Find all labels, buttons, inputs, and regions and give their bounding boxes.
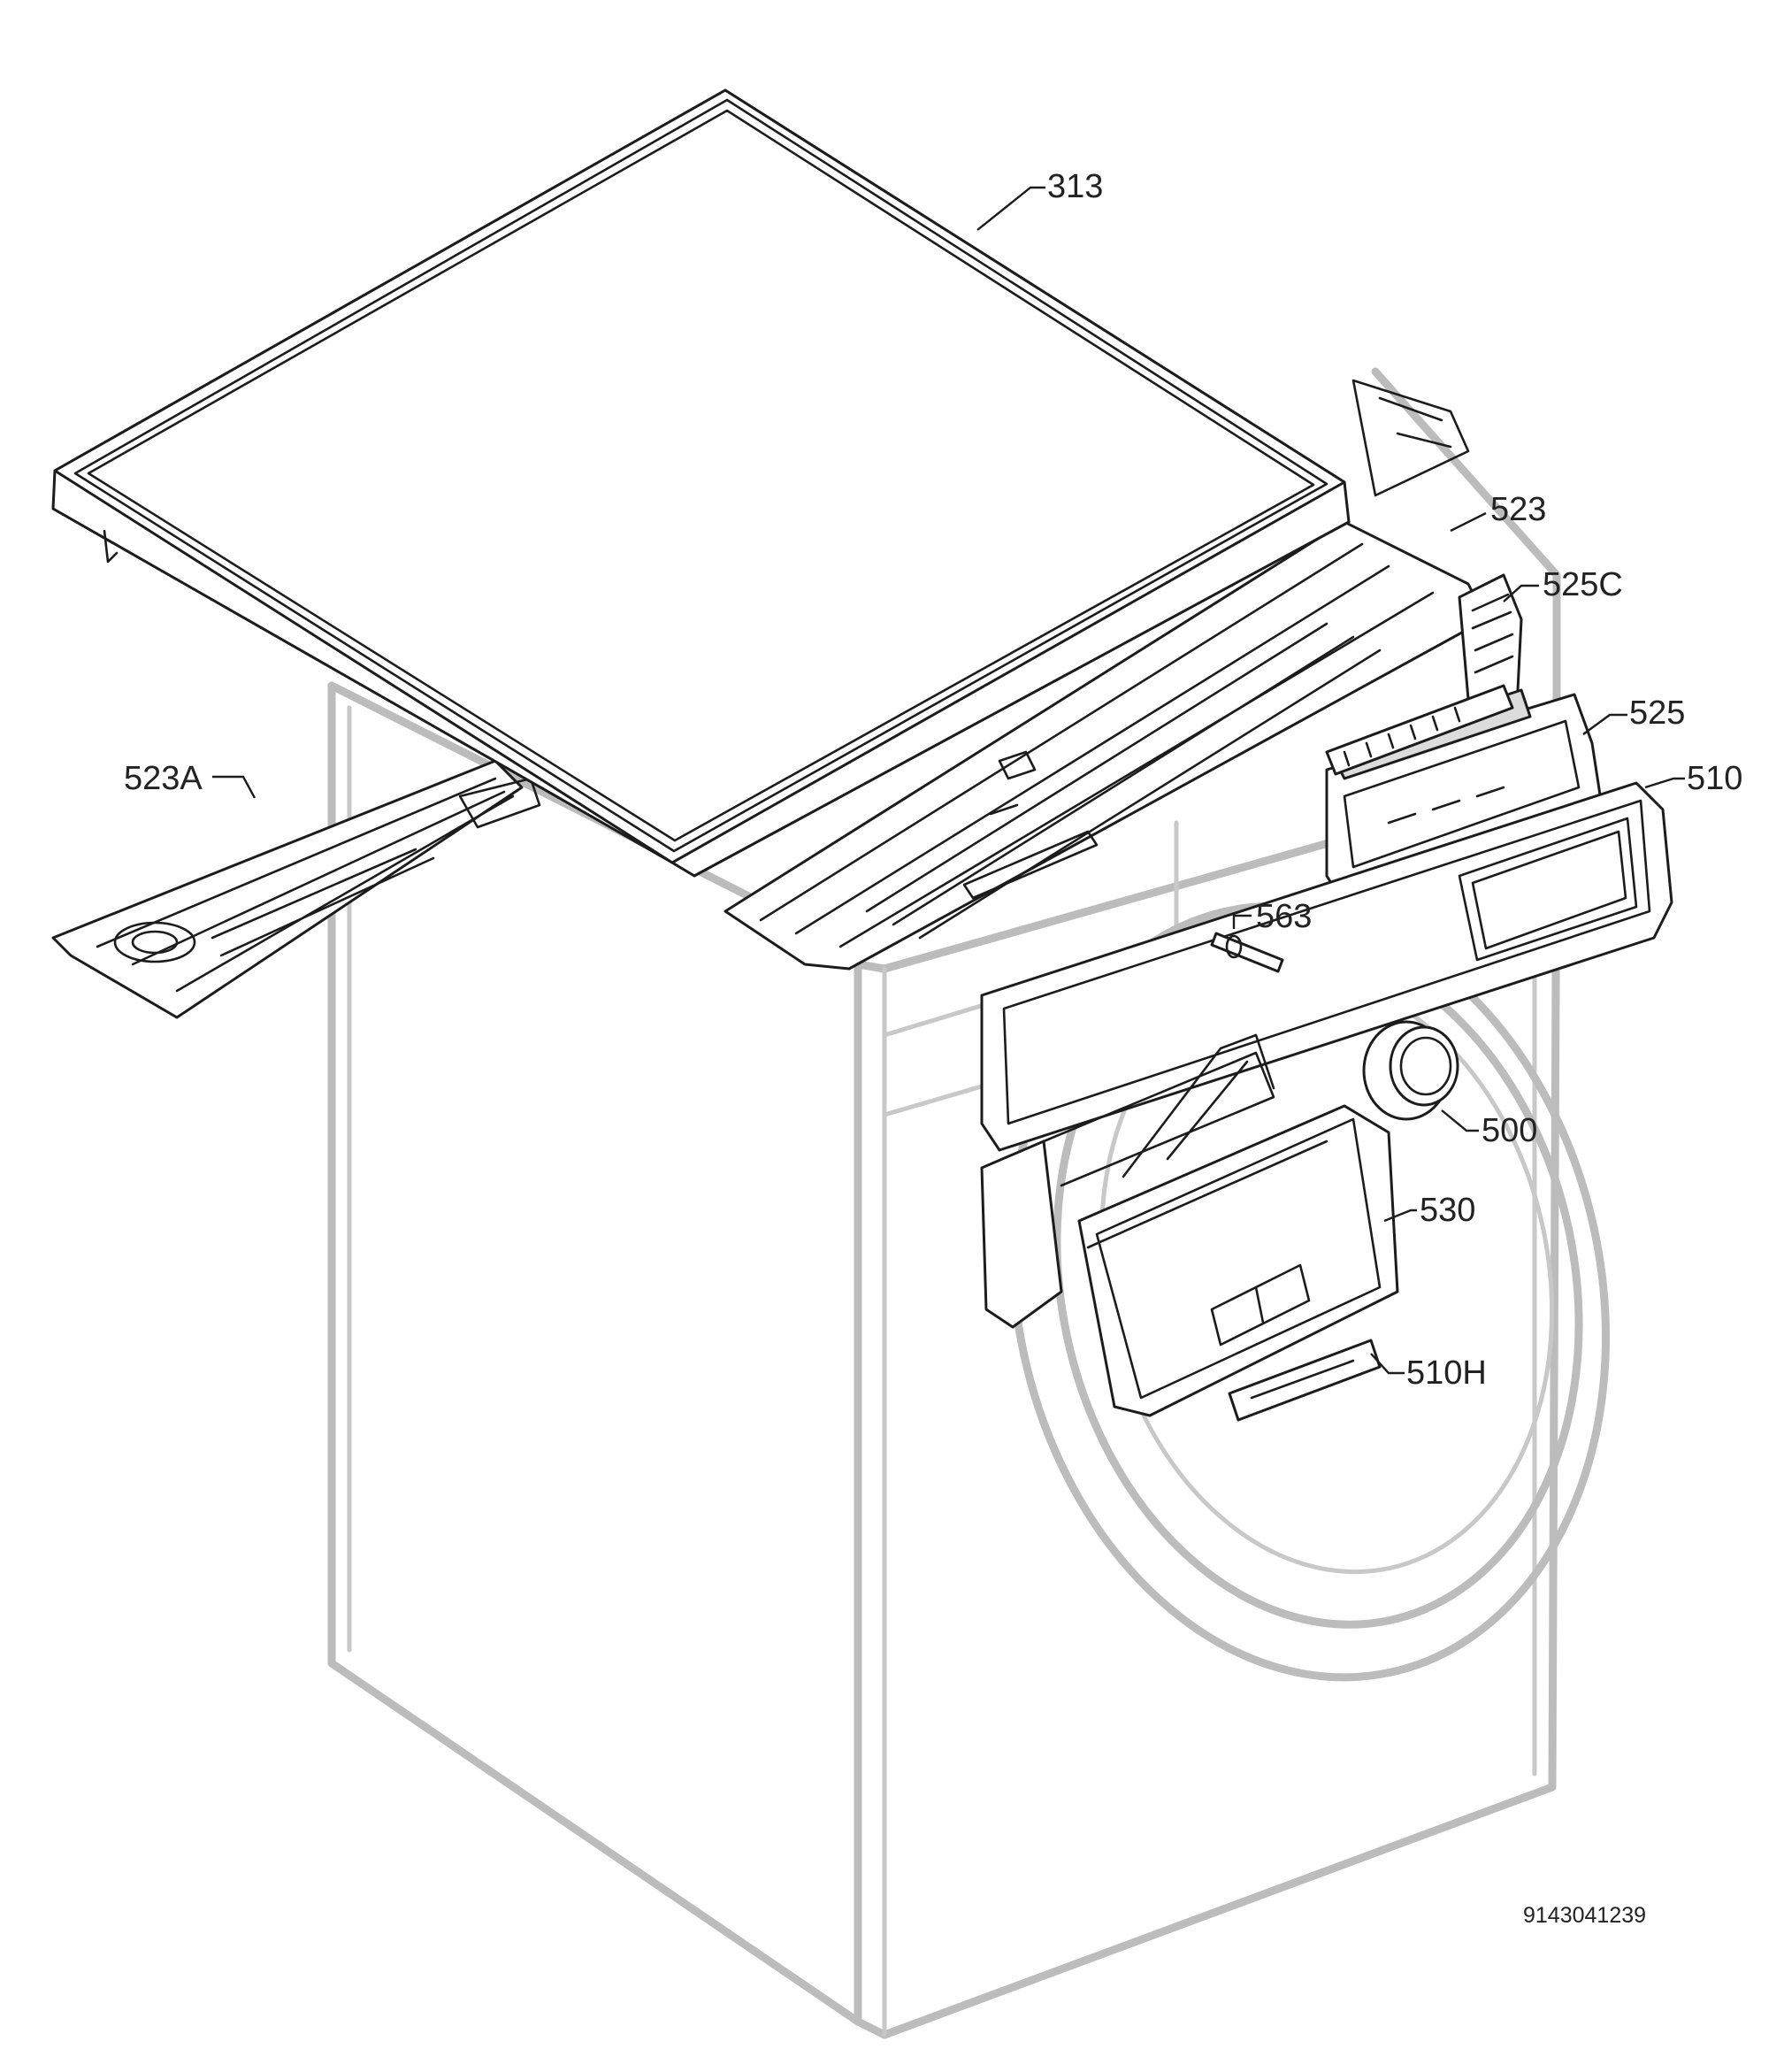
callout-leaders <box>212 186 1685 1375</box>
part-500-knob <box>1362 1020 1459 1121</box>
callout-525C: 525C <box>1543 566 1623 603</box>
part-313-worktop <box>51 88 1351 878</box>
callout-510H: 510H <box>1406 1354 1487 1392</box>
callout-500: 500 <box>1482 1112 1537 1149</box>
callout-563: 563 <box>1256 898 1312 935</box>
callout-525: 525 <box>1629 695 1685 732</box>
callout-510: 510 <box>1687 760 1742 797</box>
part-510-control-panel <box>980 781 1673 1329</box>
part-525-display-board <box>1325 684 1603 913</box>
callout-labels: 313 523 525C 525 510 523A 563 500 530 51… <box>124 168 1742 1928</box>
document-number: 9143041239 <box>1523 1903 1646 1928</box>
callout-530: 530 <box>1420 1192 1475 1229</box>
callout-313: 313 <box>1047 168 1103 205</box>
callout-523: 523 <box>1490 491 1546 528</box>
callout-523A: 523A <box>124 760 203 797</box>
part-523-top-rail <box>724 379 1488 971</box>
part-563-pin <box>1210 932 1284 973</box>
part-510H-badge <box>1228 1339 1382 1422</box>
part-523A-side-rail <box>51 759 541 1019</box>
part-530-detergent-drawer <box>1077 1033 1399 1417</box>
